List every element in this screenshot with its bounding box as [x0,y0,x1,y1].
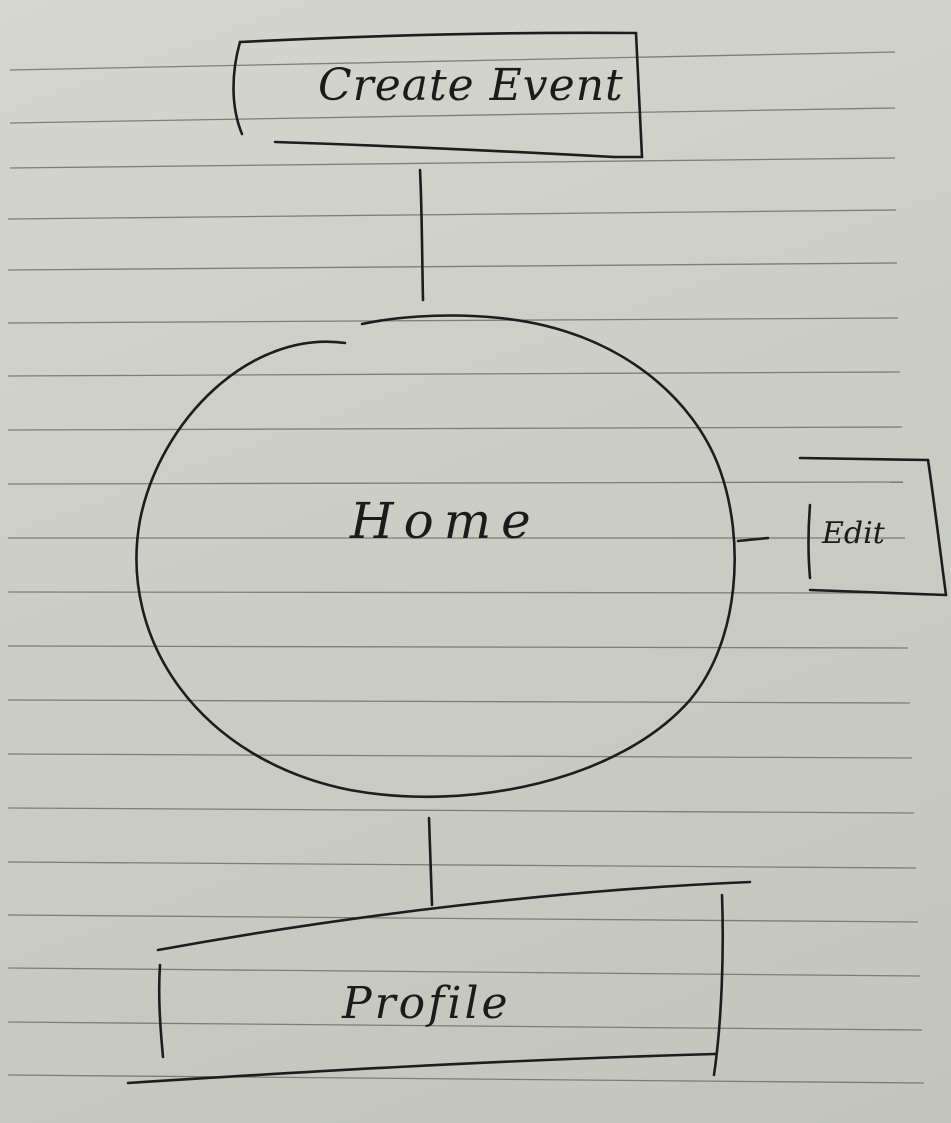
connector-home-create-event [418,168,425,302]
home-circle [135,314,736,799]
connector-home-edit [736,536,770,543]
connector-home-profile [427,816,434,907]
edit-box [798,456,948,597]
create-event-box [232,31,644,159]
profile-box [126,880,752,1085]
profile-label: Profile [342,978,511,1029]
edit-label: Edit [822,516,885,551]
home-label: Home [350,492,541,550]
ruled-lines [7,51,925,1084]
create-event-label: Create Event [318,60,624,111]
